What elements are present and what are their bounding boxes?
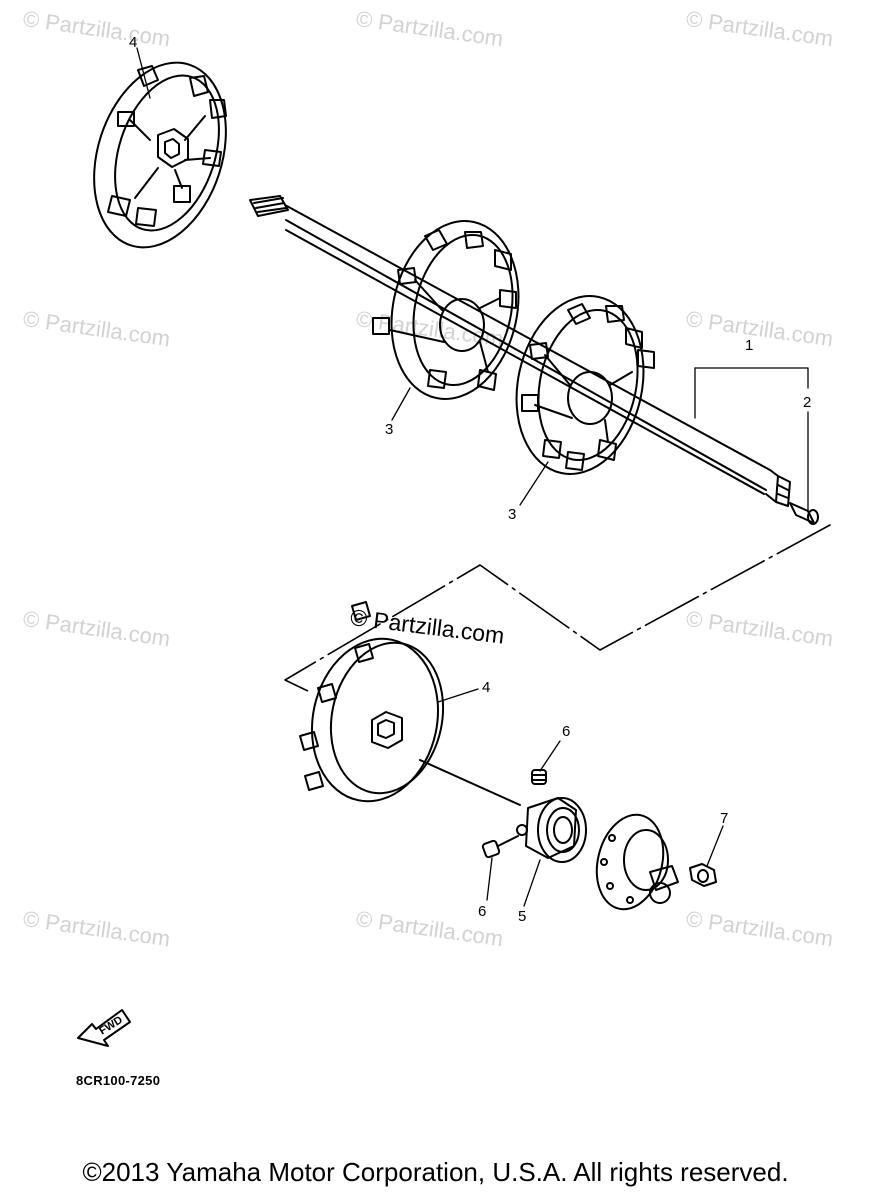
callout-3-middle: 3 [385, 421, 394, 438]
bearing-collar [516, 797, 587, 863]
drive-wheel-bottom [299, 601, 521, 806]
callout-5: 5 [518, 908, 527, 925]
hex-nut [689, 863, 717, 887]
drive-axle-shaft [249, 195, 791, 507]
callout-2: 2 [803, 394, 812, 411]
set-screw-top [531, 769, 547, 785]
diagram-code: 8CR100-7250 [76, 1073, 161, 1088]
sprocket-wheel-right [515, 295, 655, 475]
callout-6-bottom: 6 [478, 903, 487, 920]
callout-4-top: 4 [129, 34, 138, 51]
callout-1: 1 [745, 337, 754, 354]
leader-lines [136, 47, 809, 907]
set-screw-left [481, 835, 519, 859]
sprocket-wheel-middle [372, 220, 520, 400]
copyright-notice: ©2013 Yamaha Motor Corporation, U.S.A. A… [82, 1157, 789, 1187]
callout-3-right: 3 [508, 506, 517, 523]
callout-6-top: 6 [562, 723, 571, 740]
shaft-plug [789, 502, 819, 525]
callout-4-bottom: 4 [482, 679, 491, 696]
forward-direction-arrow-icon [77, 1009, 131, 1047]
callout-7: 7 [720, 810, 729, 827]
hub-flange [595, 813, 679, 911]
alignment-line [284, 524, 831, 693]
sprocket-wheel-top-left [93, 61, 227, 249]
